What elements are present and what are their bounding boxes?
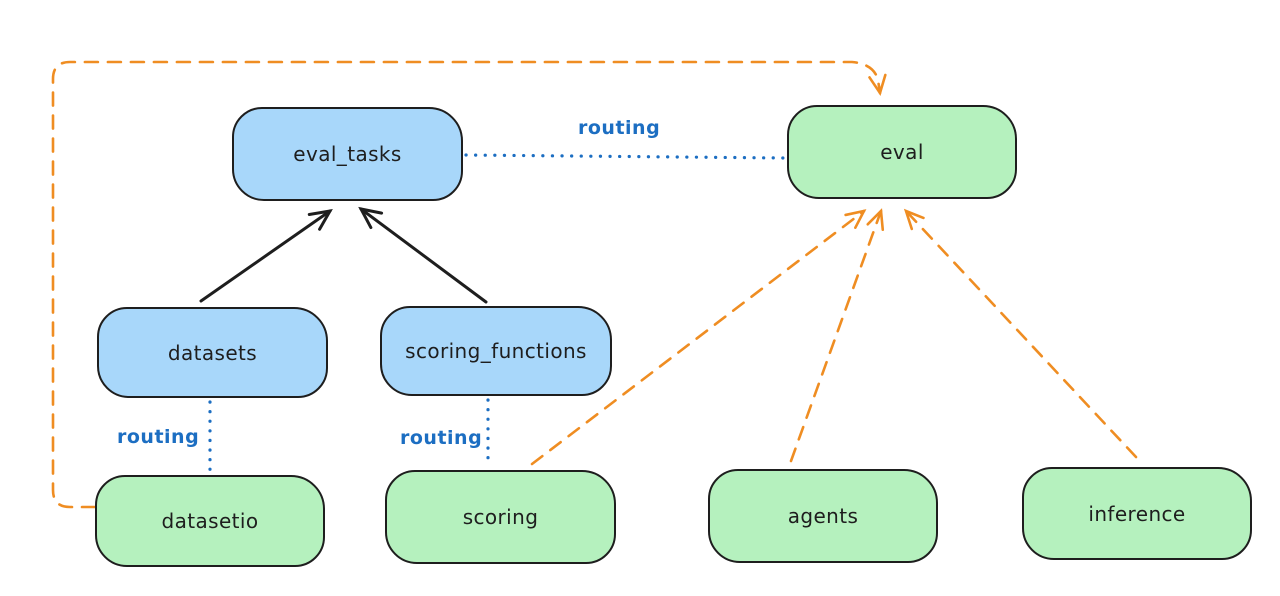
edge-label-routing-datasets-datasetio: routing <box>117 426 200 448</box>
node-agents: agents <box>708 469 938 563</box>
edge-scoring-to-eval <box>530 209 867 466</box>
node-inference: inference <box>1022 467 1252 560</box>
node-datasets: datasets <box>97 307 328 398</box>
edge-label-routing-eval-tasks-eval: routing <box>578 117 661 139</box>
node-eval-tasks: eval_tasks <box>232 107 463 201</box>
edge-datasetio-to-eval <box>51 60 887 509</box>
edge-label-routing-scoring-functions-scoring: routing <box>400 427 483 449</box>
node-datasetio: datasetio <box>95 475 325 567</box>
node-scoring: scoring <box>385 470 616 564</box>
node-scoring-functions: scoring_functions <box>380 306 612 396</box>
edge-inference-to-eval <box>903 208 1138 459</box>
node-eval: eval <box>787 105 1017 199</box>
edge-agents-to-eval <box>789 208 885 463</box>
edge-eval-tasks-to-eval <box>464 153 787 160</box>
edge-scoring-functions-to-eval-tasks <box>358 206 488 304</box>
edge-datasets-to-eval-tasks <box>199 208 333 303</box>
